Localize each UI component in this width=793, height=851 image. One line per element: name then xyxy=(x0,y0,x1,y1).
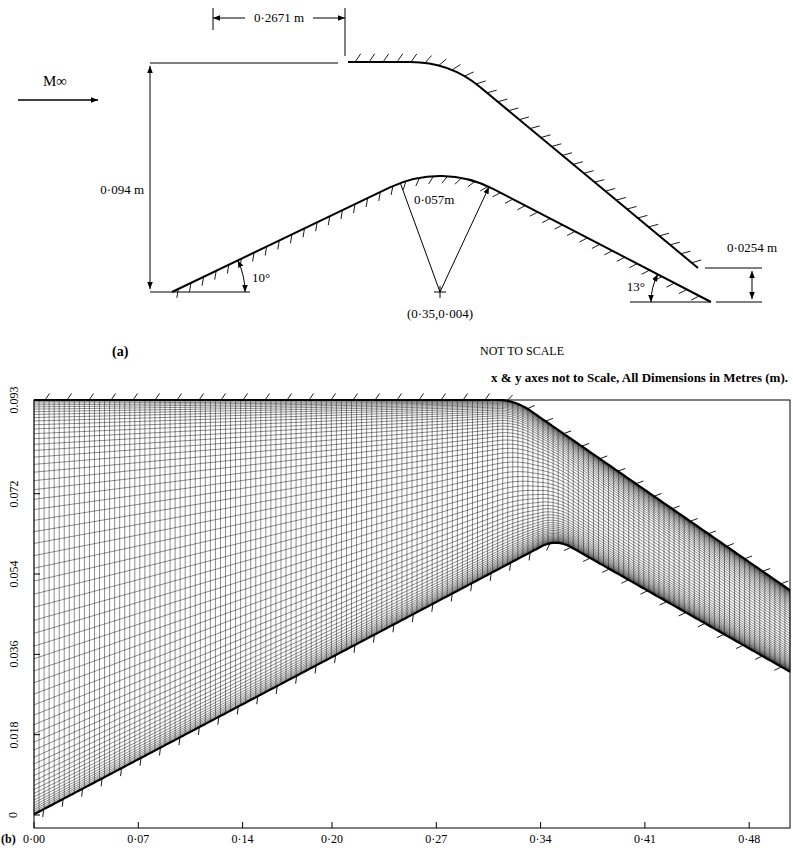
axis-tick-label: 0 xyxy=(7,812,21,818)
reference-line xyxy=(150,292,250,293)
reference-line xyxy=(630,302,711,303)
dimension-line xyxy=(213,18,245,19)
axis-tick-label: 0·20 xyxy=(321,833,343,847)
axis-tick-label: 0·07 xyxy=(127,833,149,847)
reference-line xyxy=(150,63,338,64)
dimension-line xyxy=(313,18,345,19)
panel-label: (a) xyxy=(112,344,128,360)
axis-tick-label: 0·27 xyxy=(425,833,447,847)
axis-ticks xyxy=(34,400,749,828)
panel-b xyxy=(34,393,790,828)
lower-wall xyxy=(34,543,790,815)
axis-tick-label: 0.036 xyxy=(7,641,21,668)
axis-tick-label: 0·00 xyxy=(23,833,45,847)
extension-line xyxy=(345,8,346,56)
dimension-line xyxy=(150,66,151,289)
note: x & y axes not to Scale, All Dimensions … xyxy=(491,371,788,386)
axis-tick-label: 0.054 xyxy=(7,561,21,588)
flow-label: M∞ xyxy=(43,73,67,90)
coordinate-label: (0·35,0·004) xyxy=(407,307,473,322)
angle-arc xyxy=(651,274,658,302)
angle-arc xyxy=(238,261,245,293)
panel-label: (b) xyxy=(1,833,16,847)
axis-tick-label: 0.093 xyxy=(7,386,21,413)
axis-tick-label: 0.018 xyxy=(7,721,21,748)
angle-label: 13° xyxy=(627,280,645,295)
plot-frame xyxy=(34,400,790,828)
dimension-label: 0·2671 m xyxy=(254,11,304,26)
upper-wall xyxy=(348,62,698,268)
dimension-label: 0·057m xyxy=(414,193,454,208)
extension-line xyxy=(705,268,762,269)
axis-tick-label: 0.072 xyxy=(7,480,21,507)
wall-hatching xyxy=(177,54,701,300)
dimension-line xyxy=(752,271,753,299)
angle-label: 10° xyxy=(252,271,270,286)
dimension-label: 0·0254 m xyxy=(727,241,777,256)
wall-hatching xyxy=(43,393,788,817)
axis-tick-label: 0·41 xyxy=(634,833,656,847)
note: NOT TO SCALE xyxy=(480,345,564,359)
extension-line xyxy=(716,302,762,303)
axis-tick-label: 0·34 xyxy=(530,833,552,847)
lower-wall xyxy=(172,176,711,302)
dimension-label: 0·094 m xyxy=(100,183,144,198)
axis-tick-label: 0·48 xyxy=(738,833,760,847)
panel-a xyxy=(18,8,762,302)
axis-tick-label: 0·14 xyxy=(232,833,254,847)
flow-arrow xyxy=(18,99,98,101)
extension-line xyxy=(213,8,214,30)
upper-wall xyxy=(34,400,790,590)
grid-lines xyxy=(34,400,790,814)
centre-mark xyxy=(440,286,441,298)
